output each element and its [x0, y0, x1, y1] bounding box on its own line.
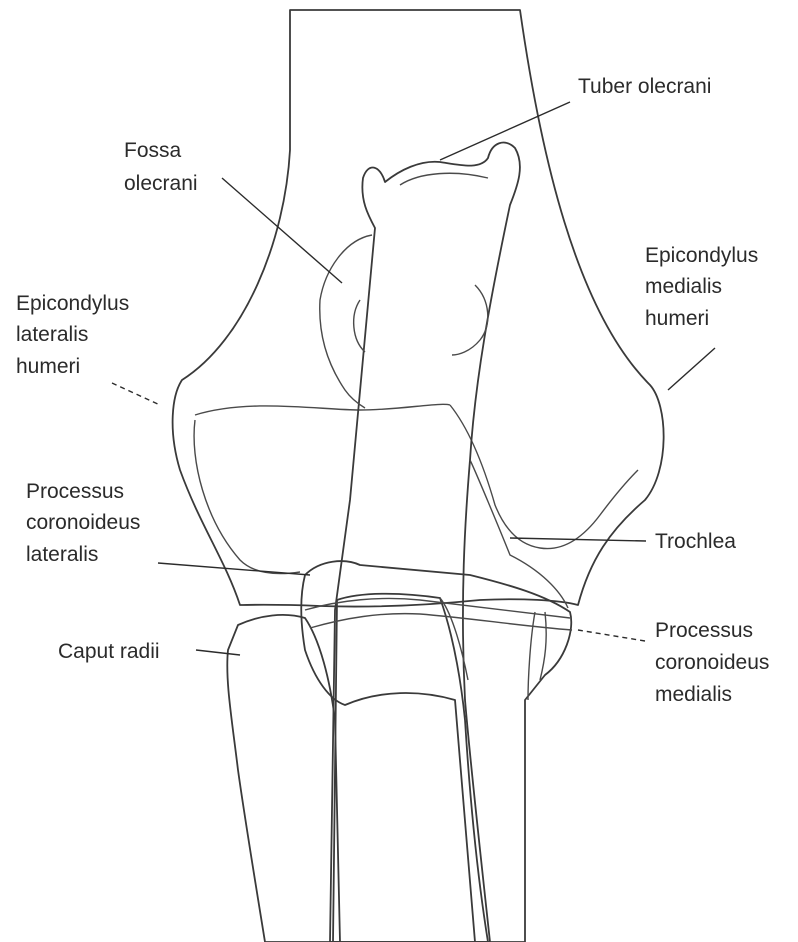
leader-caput-radii	[196, 650, 240, 655]
label-processus-coronoideus-lateralis: Processus coronoideus lateralis	[26, 480, 146, 566]
fossa-olecrani-outline	[320, 235, 488, 408]
label-processus-coronoideus-medialis: Processus coronoideus medialis	[655, 619, 775, 706]
leader-fossa-olecrani	[222, 178, 342, 283]
ulna-medial-ridge-3	[540, 612, 546, 680]
ulna-coronoid-region	[301, 561, 571, 942]
humerus-lateral-condyle-curve	[194, 420, 300, 574]
ulna-trochlear-notch	[470, 460, 568, 608]
radius-shape	[227, 615, 340, 942]
humerus-condyle-line	[195, 404, 450, 415]
label-trochlea: Trochlea	[655, 530, 736, 553]
humerus	[173, 10, 664, 607]
leader-processus-coronoideus-medialis	[578, 630, 645, 641]
ulna-olecranon-top	[400, 173, 488, 185]
leader-processus-coronoideus-lateralis	[158, 563, 310, 575]
label-tuber-olecrani: Tuber olecrani	[578, 75, 711, 98]
label-epicondylus-medialis: Epicondylus medialis humeri	[645, 244, 764, 330]
radius	[227, 615, 340, 942]
label-fossa-olecrani: Fossa olecrani	[124, 139, 198, 195]
humerus-shape	[173, 10, 664, 607]
ulna-shaft	[330, 143, 520, 942]
ulna-overlap-region	[333, 594, 488, 942]
leader-lines	[112, 102, 715, 655]
fossa-olecrani-left-curve	[320, 235, 372, 408]
label-epicondylus-lateralis: Epicondylus lateralis humeri	[16, 292, 135, 378]
fossa-olecrani-right-curve	[452, 285, 488, 355]
leader-epicondylus-lateralis	[112, 383, 160, 405]
fossa-olecrani-inner-curve	[354, 300, 365, 352]
label-caput-radii: Caput radii	[58, 640, 160, 663]
ulna	[301, 143, 572, 942]
leader-tuber-olecrani	[440, 102, 570, 160]
leader-epicondylus-medialis	[668, 348, 715, 390]
